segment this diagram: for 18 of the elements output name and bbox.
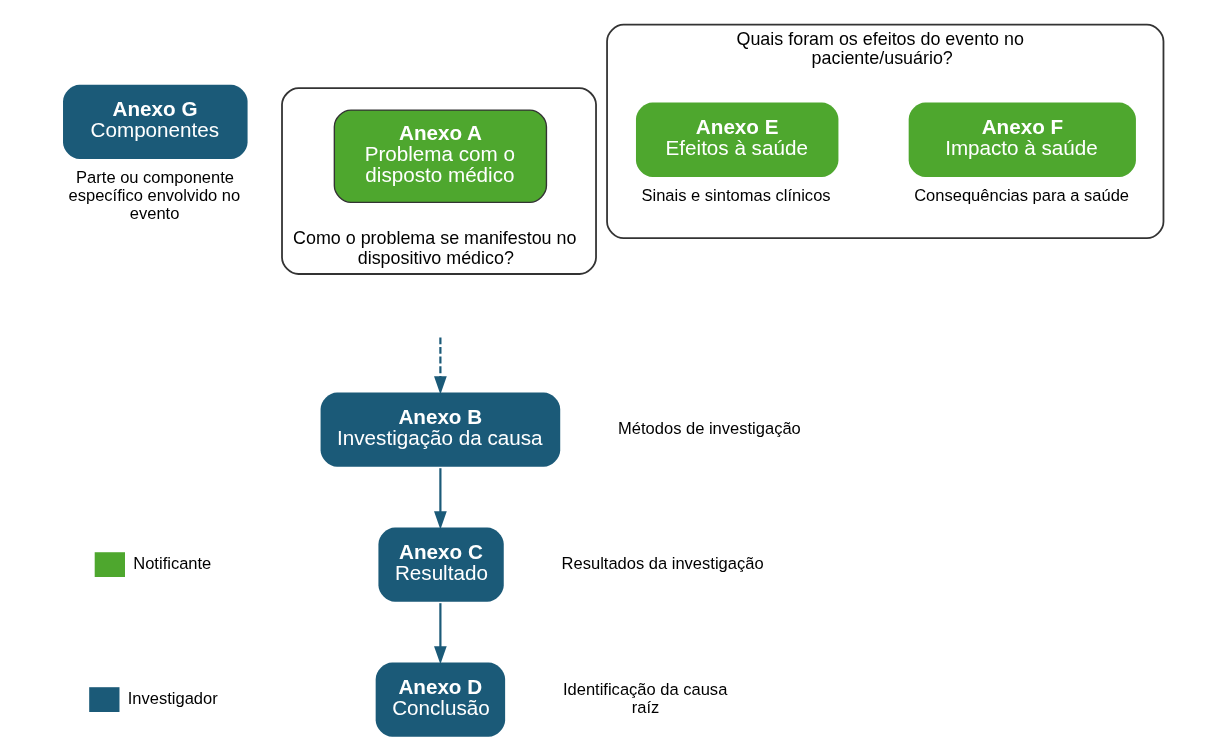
- node-box: Anexo F Impacto à saúde: [908, 102, 1136, 177]
- arrow: [433, 603, 447, 665]
- node-label: Identificação da causa raíz: [562, 679, 727, 717]
- node-box: Anexo G Componentes: [62, 84, 248, 159]
- node-box: Anexo A Problema com o disposto médico: [333, 109, 547, 204]
- node-box: Anexo C Resultado: [377, 527, 504, 602]
- arrow: [433, 468, 447, 530]
- node-label: Consequências para a saúde: [913, 186, 1129, 206]
- node-label: Parte ou componente específico envolvido no evento: [68, 168, 240, 224]
- legend-label: Notificante: [132, 553, 211, 573]
- node-label: Sinais e sintomas clínicos: [640, 186, 831, 206]
- arrow: [433, 337, 447, 395]
- node-label: Resultados da investigação: [561, 553, 764, 573]
- node-box: Anexo B Investigação da causa: [320, 392, 560, 467]
- node-label: Métodos de investigação: [617, 418, 801, 438]
- node-box: Anexo E Efeitos à saúde: [635, 102, 838, 177]
- legend-label: Investigador: [127, 688, 218, 708]
- node-box: Anexo D Conclusão: [375, 662, 505, 737]
